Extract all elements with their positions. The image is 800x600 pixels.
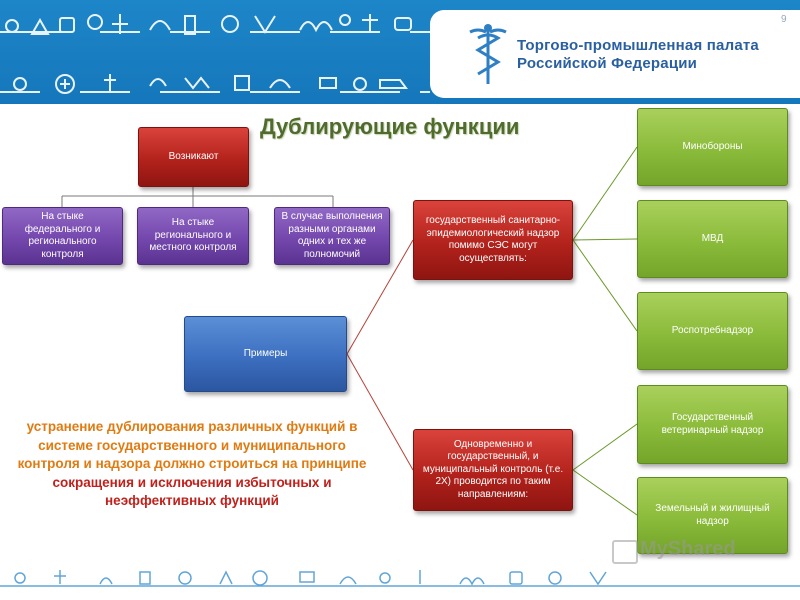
box-arise: Возникают	[138, 127, 249, 187]
box-rospotrebnadzor: Роспотребнадзор	[637, 292, 788, 370]
box-junction-federal: На стыке федерального и регионального ко…	[2, 207, 123, 265]
slide-title: Дублирующие функции	[260, 114, 520, 139]
box-junction-regional: На стыке регионального и местного контро…	[137, 207, 249, 265]
box-veterinary-supervision: Государственный ветеринарный надзор	[637, 385, 788, 464]
conclusion-statement: устранение дублирования различных функци…	[10, 418, 374, 511]
box-simultaneous-control: Одновременно и государственный, и муници…	[413, 429, 573, 511]
box-examples: Примеры	[184, 316, 347, 392]
watermark-icon	[612, 540, 638, 564]
header-banner: Торгово-промышленная палата Российской Ф…	[0, 0, 800, 104]
box-land-housing-supervision: Земельный и жилищный надзор	[637, 477, 788, 554]
box-defense-ministry: Минобороны	[637, 108, 788, 186]
org-name-line1: Торгово-промышленная палата	[517, 37, 759, 54]
bottom-decorative-strip	[0, 570, 800, 587]
statement-part1: устранение дублирования различных функци…	[17, 419, 367, 471]
caduceus-logo-icon	[469, 24, 507, 84]
box-sanitary-supervision: государственный санитарно-эпидемиологиче…	[413, 200, 573, 280]
org-name-line2: Российской Федерации	[517, 55, 698, 72]
decorative-icon-strip	[0, 14, 430, 94]
statement-part2: сокращения и исключения избыточных и неэ…	[52, 474, 332, 509]
logo-panel	[430, 10, 800, 98]
box-multiple-bodies: В случае выполнения разными органами одн…	[274, 207, 390, 265]
org-name: Торгово-промышленная палата Российской Ф…	[517, 37, 759, 73]
watermark-text: MyShared	[640, 538, 736, 560]
slide-number: 9	[781, 14, 787, 25]
box-mvd: МВД	[637, 200, 788, 278]
